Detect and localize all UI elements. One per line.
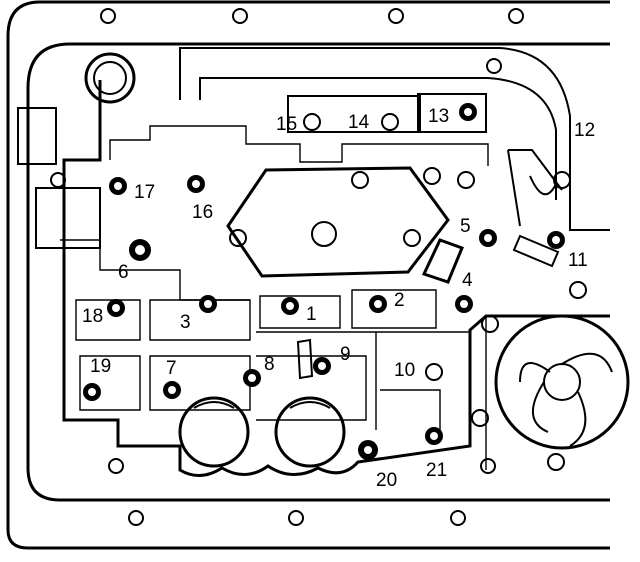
- bolt-label-8: 8: [264, 354, 275, 375]
- bolt-label-19: 19: [90, 356, 111, 377]
- bolt-label-6: 6: [118, 262, 129, 283]
- bolt-3: 3: [180, 295, 217, 333]
- bolt-label-9: 9: [340, 344, 351, 365]
- valve-body: [17, 47, 630, 477]
- bolt-label-1: 1: [306, 304, 317, 325]
- bolt-15: 15: [276, 113, 321, 135]
- bolt-12: 12: [574, 120, 595, 141]
- bolt-4: 4: [455, 270, 473, 313]
- bolt-8: 8: [243, 354, 275, 387]
- bolt-label-13: 13: [428, 106, 449, 127]
- bolt-16: 16: [187, 175, 213, 223]
- bolt-18: 18: [82, 299, 125, 327]
- bolt-label-16: 16: [192, 202, 213, 223]
- bolt-label-2: 2: [394, 290, 405, 311]
- bolt-label-14: 14: [348, 112, 370, 133]
- bolt-21: 21: [425, 427, 447, 481]
- bolt-9: 9: [313, 344, 351, 375]
- bolt-label-12: 12: [574, 120, 595, 141]
- bolt-6: 6: [118, 239, 151, 283]
- bolt-label-18: 18: [82, 306, 103, 327]
- bolt-1: 1: [281, 297, 317, 325]
- bolt-label-15: 15: [276, 114, 297, 135]
- unlabeled-bolts: [229, 167, 587, 471]
- bolt-label-3: 3: [180, 312, 191, 333]
- bolt-2: 2: [369, 290, 405, 313]
- bolt-19: 19: [83, 356, 111, 401]
- bolt-14: 14: [348, 112, 399, 133]
- bolt-label-21: 21: [426, 460, 447, 481]
- bolt-label-10: 10: [394, 360, 415, 381]
- bolt-5: 5: [460, 216, 497, 247]
- bolt-17: 17: [109, 177, 155, 203]
- bolt-20: 20: [358, 440, 397, 491]
- bolt-label-4: 4: [462, 270, 473, 291]
- bolt-label-7: 7: [166, 358, 177, 379]
- bolt-13: 13: [428, 103, 477, 127]
- bolt-7: 7: [163, 358, 181, 399]
- bolt-label-17: 17: [134, 182, 155, 203]
- bolt-11: 11: [547, 231, 588, 271]
- bolt-label-5: 5: [460, 216, 471, 237]
- bolt-10: 10: [394, 360, 443, 381]
- bolt-label-20: 20: [376, 470, 397, 491]
- bolt-label-11: 11: [568, 250, 588, 271]
